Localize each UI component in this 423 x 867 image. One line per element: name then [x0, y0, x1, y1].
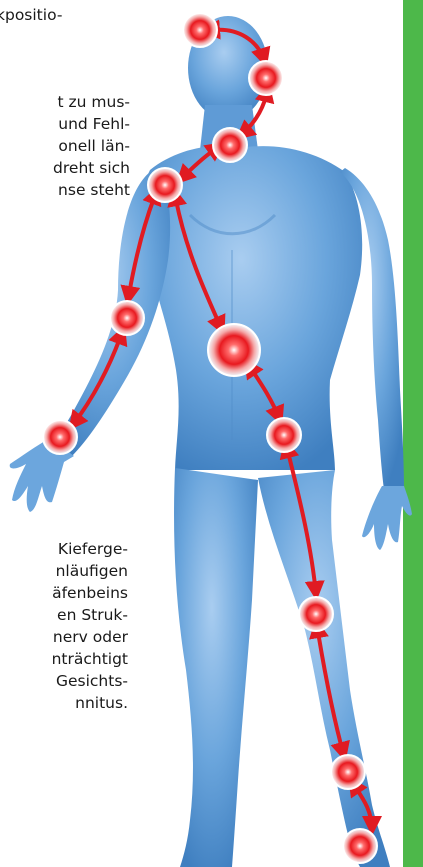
pain-point-icon: [110, 301, 144, 335]
pain-point-icon: [148, 168, 182, 202]
pain-point-icon: [213, 128, 247, 162]
pain-point-icon: [43, 420, 77, 454]
pain-point-icon: [249, 61, 283, 95]
pain-point-icon: [343, 829, 377, 863]
body-left-leg: [174, 468, 258, 867]
pain-point-icon: [267, 418, 301, 452]
body-right-hand: [362, 486, 412, 550]
pain-point-icon: [331, 755, 365, 789]
pain-point-icon: [208, 324, 260, 376]
pain-point-icon: [299, 597, 333, 631]
pain-point-icon: [183, 13, 217, 47]
